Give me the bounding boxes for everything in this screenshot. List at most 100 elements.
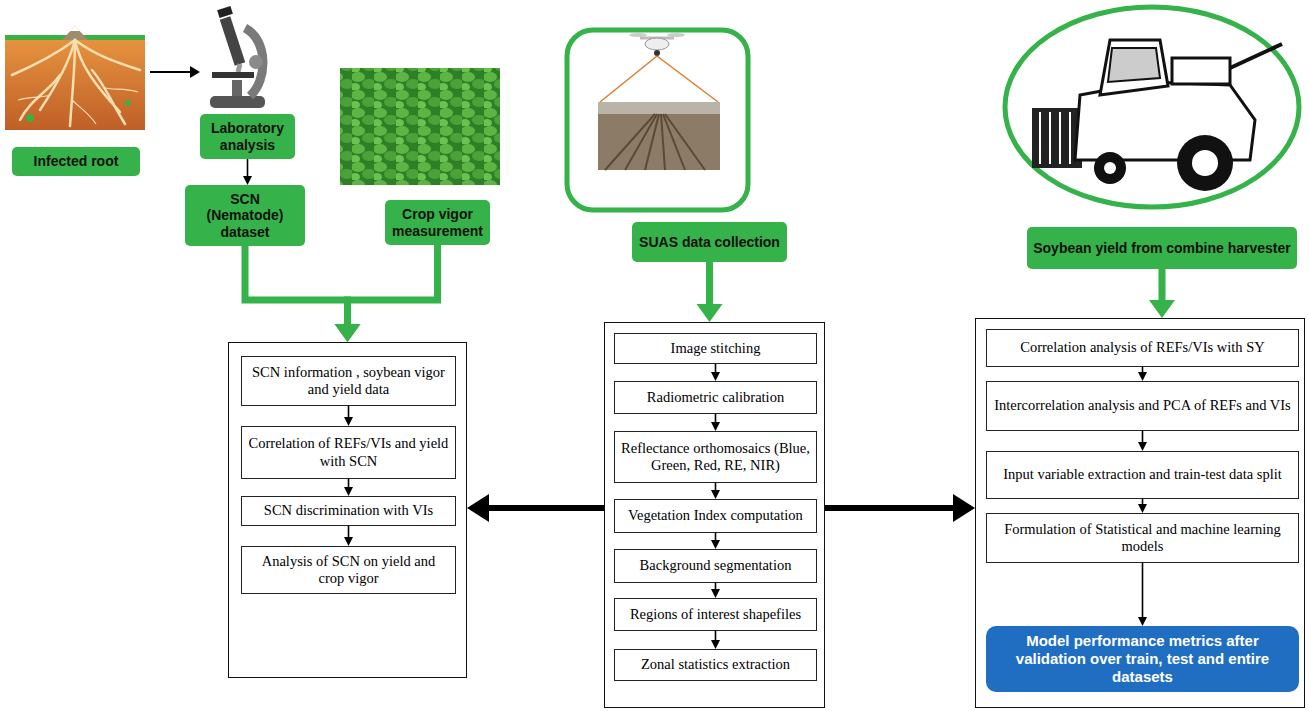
process-box: Radiometric calibration	[614, 381, 817, 414]
connector-line	[348, 526, 350, 538]
connector	[467, 494, 604, 522]
label-box: Laboratory analysis	[200, 114, 295, 159]
flow-arrow	[150, 66, 200, 78]
harvester-illustration	[1005, 7, 1299, 207]
arrow-head	[1138, 504, 1147, 513]
node-text: Radiometric calibration	[647, 389, 784, 406]
connector	[1138, 499, 1147, 513]
connector	[243, 159, 252, 185]
arrow-head	[344, 537, 353, 546]
node-text: Intercorrelation analysis and PCA of REF…	[994, 397, 1291, 414]
connector	[711, 631, 720, 649]
node-text: Correlation of REFs/VIs and yield with S…	[248, 435, 449, 470]
result-box: Model performance metrics after validati…	[986, 626, 1299, 692]
process-box: Vegetation Index computation	[614, 499, 817, 533]
node-text: Analysis of SCN on yield and crop vigor	[248, 553, 449, 588]
process-box: Formulation of Statistical and machine l…	[986, 513, 1299, 563]
arrow-head	[1149, 300, 1175, 318]
connector-line	[348, 245, 438, 325]
group-panel: Image stitchingRadiometric calibrationRe…	[604, 322, 825, 708]
node-text: Laboratory analysis	[206, 120, 289, 152]
node-text: Background segmentation	[640, 557, 792, 574]
arrow-head	[711, 490, 720, 499]
process-box: SCN discrimination with VIs	[241, 496, 456, 526]
node-text: Input variable extraction and train-test…	[1003, 466, 1282, 483]
connector-line	[715, 533, 717, 541]
arrow-head	[467, 494, 489, 522]
connector-line	[715, 364, 717, 373]
arrow-head	[335, 324, 361, 342]
node-text: Crop vigor measurement	[391, 206, 484, 238]
node-text: SCN (Nematode) dataset	[191, 191, 299, 239]
process-box: Input variable extraction and train-test…	[986, 451, 1299, 499]
connector-line	[715, 414, 717, 423]
node-text: Regions of interest shapefiles	[630, 606, 801, 623]
label-box: Soybean yield from combine harvester	[1027, 227, 1297, 269]
connector-line	[348, 479, 350, 488]
connector	[335, 245, 438, 342]
process-box: Correlation analysis of REFs/VIs with SY	[986, 329, 1299, 367]
arrow-head	[1138, 617, 1147, 626]
arrow-head	[335, 324, 361, 342]
connector-line	[825, 505, 954, 511]
connector-line	[1159, 269, 1166, 301]
connector-line	[715, 631, 717, 641]
process-box: Image stitching	[614, 333, 817, 364]
node-text: Formulation of Statistical and machine l…	[993, 521, 1292, 556]
process-box: Zonal statistics extraction	[614, 649, 817, 681]
arrow-head	[711, 422, 720, 431]
arrow-head	[711, 372, 720, 381]
connector	[711, 364, 720, 381]
connector-line	[245, 246, 348, 325]
process-box: Regions of interest shapefiles	[614, 598, 817, 631]
connector	[711, 483, 720, 499]
node-text: Soybean yield from combine harvester	[1033, 240, 1291, 256]
node-text: SCN information , soybean vigor and yiel…	[248, 364, 449, 399]
label-box: SUAS data collection	[632, 222, 787, 262]
arrow-head	[711, 640, 720, 649]
connector-line	[1142, 563, 1144, 618]
group-panel: SCN information , soybean vigor and yiel…	[228, 342, 467, 678]
connector	[1138, 563, 1147, 626]
connector	[344, 526, 353, 546]
connector	[711, 414, 720, 431]
connector	[344, 406, 353, 426]
node-text: Image stitching	[671, 340, 761, 357]
group-panel: Correlation analysis of REFs/VIs with SY…	[975, 318, 1305, 708]
process-box: Background segmentation	[614, 549, 817, 583]
connector-line	[247, 159, 249, 177]
arrow-head	[711, 589, 720, 598]
connector-line	[348, 406, 350, 418]
connector	[245, 246, 361, 342]
connector-line	[1142, 431, 1144, 443]
connector	[711, 583, 720, 598]
label-box: SCN (Nematode) dataset	[185, 185, 305, 246]
node-text: Reflectance orthomosaics (Blue, Green, R…	[621, 440, 810, 475]
node-text: Zonal statistics extraction	[641, 656, 790, 673]
crop-photo	[340, 68, 500, 185]
node-text: Correlation analysis of REFs/VIs with SY	[1020, 339, 1264, 356]
arrow-head	[344, 417, 353, 426]
connector	[1149, 269, 1175, 318]
microscope-illustration	[210, 6, 265, 108]
label-box: Infected root	[12, 147, 140, 176]
process-box: Analysis of SCN on yield and crop vigor	[241, 546, 456, 594]
label-box: Crop vigor measurement	[385, 200, 490, 245]
connector	[344, 479, 353, 496]
arrow-head	[344, 487, 353, 496]
connector-line	[706, 262, 713, 305]
node-text: SUAS data collection	[639, 234, 780, 250]
node-text: Model performance metrics after validati…	[992, 632, 1293, 686]
connector-line	[488, 505, 604, 511]
connector-line	[715, 483, 717, 491]
arrow-head	[711, 540, 720, 549]
arrow-head	[243, 176, 252, 185]
process-box: Correlation of REFs/VIs and yield with S…	[241, 426, 456, 479]
process-box: Reflectance orthomosaics (Blue, Green, R…	[614, 431, 817, 483]
process-box: Intercorrelation analysis and PCA of REF…	[986, 381, 1299, 431]
arrow-head	[953, 494, 975, 522]
node-text: Infected root	[34, 153, 119, 169]
node-text: Vegetation Index computation	[628, 507, 803, 524]
node-text: SCN discrimination with VIs	[264, 502, 433, 519]
